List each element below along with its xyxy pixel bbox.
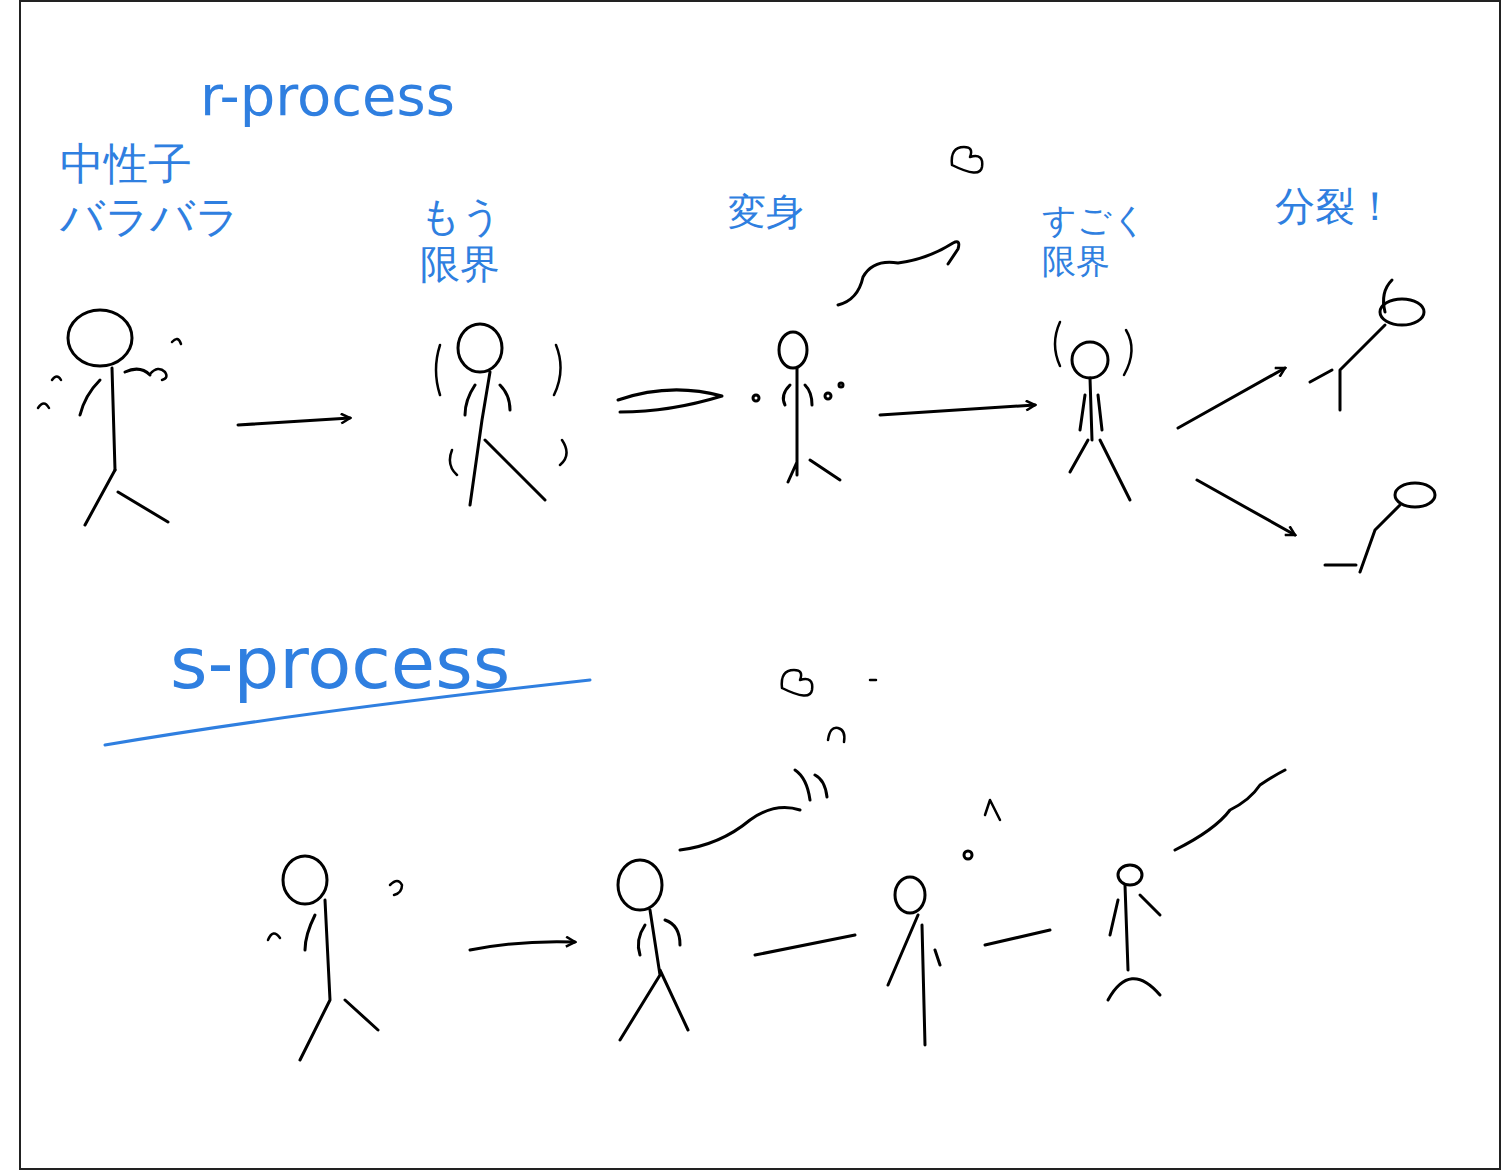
stick-arms [305, 915, 315, 950]
stick-body [112, 368, 115, 470]
fragment-head [1380, 299, 1424, 325]
stick-legs [85, 470, 168, 525]
fragment-body [1325, 505, 1400, 572]
handwritten-note: s-process [170, 620, 640, 706]
stick-head [68, 310, 132, 366]
flow-arrow [238, 418, 350, 425]
stick-body [620, 910, 688, 1040]
split-arrow [1197, 480, 1295, 535]
stick-head [779, 332, 807, 368]
stick-body [1070, 378, 1130, 500]
stick-arms [1110, 895, 1160, 935]
stick-arms [1080, 395, 1102, 430]
emission-symbol [952, 147, 983, 173]
stick-arms [783, 385, 812, 405]
shake-mark [436, 345, 567, 475]
stick-body [470, 372, 545, 505]
stick-arms [638, 920, 680, 955]
flow-arrow [470, 942, 575, 950]
handwritten-note: 中性子 バラバラ [60, 138, 260, 244]
stick-head [283, 856, 327, 904]
frame [20, 1, 1500, 1169]
stick-head [1118, 865, 1142, 885]
stick-head [458, 324, 502, 372]
particle-dot [825, 393, 831, 399]
stick-head [618, 860, 662, 910]
handwritten-note: r-process [200, 62, 620, 129]
stick-body [1108, 885, 1160, 1000]
stick-body [788, 368, 840, 482]
flow-arrow [880, 405, 1035, 415]
fragment-body [1310, 280, 1392, 410]
motion-mark [268, 881, 402, 940]
stick-head [895, 877, 925, 913]
stick-body [300, 900, 378, 1060]
wavy-arrow [1175, 770, 1285, 850]
motion-mark [38, 339, 181, 408]
handwritten-note: もう 限界 [420, 192, 530, 288]
flow-line [755, 935, 855, 955]
motion-mark [985, 800, 1000, 820]
handwritten-note: すごく 限界 [1042, 200, 1157, 282]
particle-dot [753, 395, 759, 401]
wavy-arrow [838, 242, 959, 305]
double-arrow [618, 390, 722, 412]
particle-dot [839, 383, 843, 387]
particle-dot [964, 851, 972, 859]
stick-arms [80, 369, 150, 415]
stick-arms [465, 385, 510, 415]
fragment-head [1395, 483, 1435, 507]
emission-symbol [782, 670, 876, 742]
shake-mark [1055, 322, 1132, 375]
stick-head [1072, 342, 1108, 378]
wavy-arrow [680, 770, 827, 850]
stick-body [888, 915, 940, 1045]
handwritten-note: 変身 [728, 190, 828, 236]
handwritten-note: 分裂！ [1275, 182, 1435, 230]
flow-line [985, 930, 1050, 945]
split-arrow [1178, 368, 1285, 428]
